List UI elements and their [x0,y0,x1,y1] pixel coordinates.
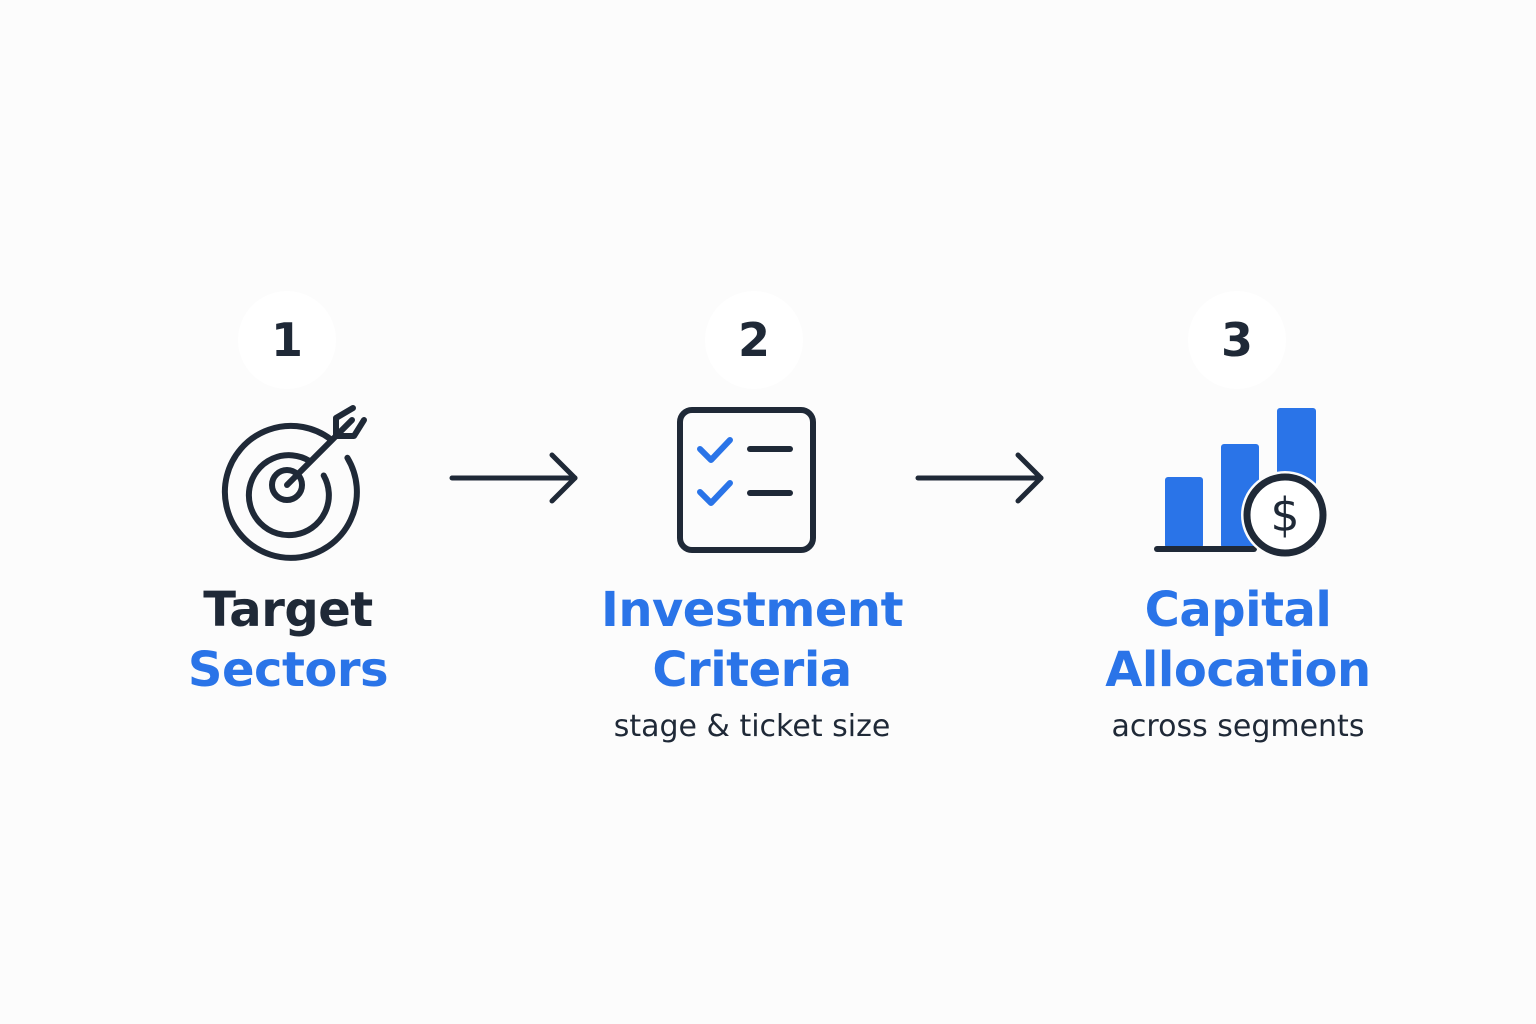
checklist-icon [677,407,816,553]
bar-chart-dollar-icon: $ [1154,408,1329,559]
step-1-number: 1 [238,291,336,389]
step-2-title-line-2: Criteria [652,642,852,698]
svg-text:$: $ [1270,488,1299,542]
step-3-title-line-1: Capital [1144,582,1332,638]
step-2-title: Investment Criteria [542,580,962,700]
arrow-right-icon [449,452,578,504]
step-1-title: Target Sectors [78,580,498,700]
step-3-title-line-2: Allocation [1105,642,1371,698]
step-1-title-line-2: Sectors [187,642,389,698]
step-2-number: 2 [705,291,803,389]
step-3-subtitle: across segments [1111,709,1365,744]
step-1-title-line-1: Target [203,582,373,638]
step-2-subtitle: stage & ticket size [613,709,891,744]
step-3-title: Capital Allocation [1028,580,1448,700]
step-2-title-line-1: Investment [600,582,904,638]
target-icon [221,405,367,561]
arrow-right-icon [915,452,1044,504]
step-3-number: 3 [1188,291,1286,389]
